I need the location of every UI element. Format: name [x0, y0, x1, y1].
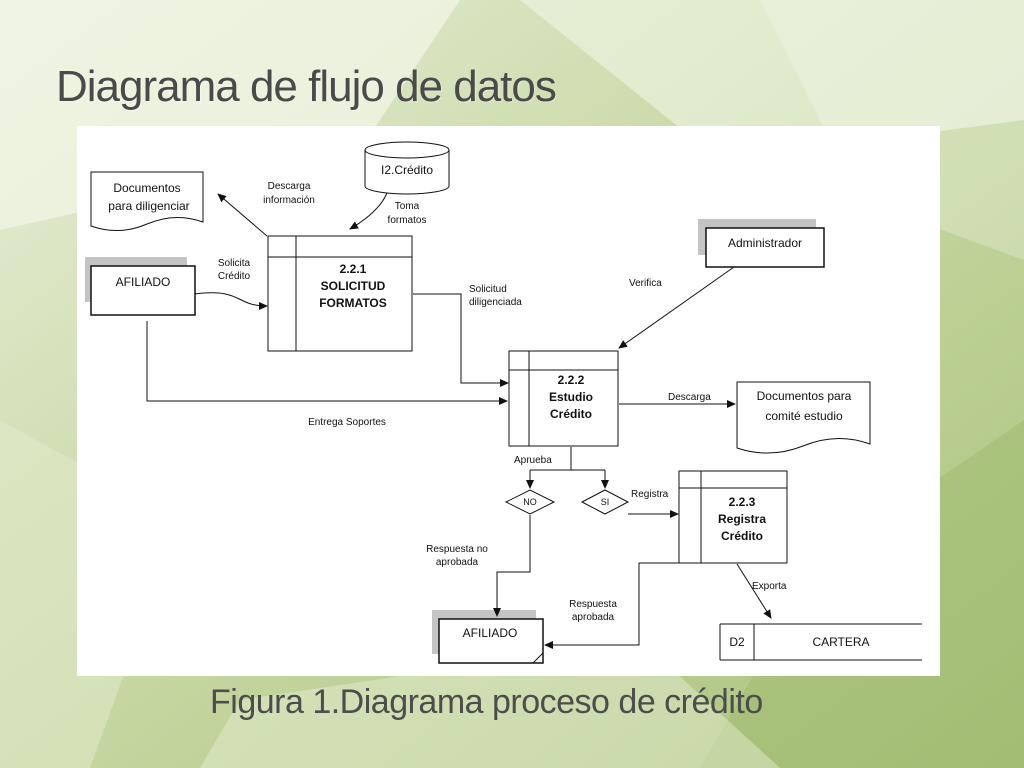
- flow-solicitud-diligenciada: Solicitud diligenciada: [413, 284, 522, 387]
- flow-respuesta-aprobada-line1: Respuesta: [569, 599, 617, 610]
- flow-descarga-informacion-line1: Descarga: [268, 181, 311, 192]
- flow-aprueba-label: Aprueba: [514, 455, 552, 466]
- doc-diligenciar-line1: Documentos: [113, 181, 180, 195]
- doc-comite-line1: Documentos para: [757, 389, 852, 403]
- flow-respuesta-no-aprobada: Respuesta no aprobada: [426, 515, 531, 617]
- flow-respuesta-no-aprobada-line1: Respuesta no: [426, 544, 488, 555]
- flow-solicitud-diligenciada-line1: Solicitud: [469, 284, 507, 295]
- process-221: 2.2.1 SOLICITUD FORMATOS: [267, 235, 413, 352]
- entity-afiliado-bottom: AFILIADO: [432, 610, 544, 664]
- decision-si-label: SI: [601, 497, 610, 507]
- process-223-line3: Crédito: [721, 529, 763, 543]
- process-223-line2: Registra: [718, 512, 766, 526]
- flow-toma-formatos: Toma formatos: [349, 192, 427, 230]
- flow-solicita-credito-line1: Solicita: [218, 258, 251, 269]
- flow-respuesta-no-aprobada-line2: aprobada: [436, 557, 479, 568]
- flow-respuesta-aprobada-line2: aprobada: [572, 612, 615, 623]
- flow-descarga-informacion: Descarga información: [217, 181, 315, 237]
- flow-entrega-soportes: Entrega Soportes: [146, 321, 508, 428]
- entity-administrador-label: Administrador: [728, 236, 802, 250]
- flow-solicitud-diligenciada-line2: diligenciada: [469, 297, 522, 308]
- flow-descarga: Descarga: [619, 392, 736, 408]
- diagram-panel: I2.Crédito Documentos para diligenciar A…: [77, 126, 940, 676]
- process-222-line2: Estudio: [549, 390, 593, 404]
- flow-verifica: Verifica: [618, 266, 735, 349]
- doc-diligenciar-line2: para diligenciar: [108, 199, 189, 213]
- store-credito: I2.Crédito: [364, 141, 450, 195]
- process-222: 2.2.2 Estudio Crédito: [508, 350, 619, 447]
- flow-respuesta-aprobada: Respuesta aprobada: [544, 562, 679, 649]
- flow-toma-formatos-line1: Toma: [395, 201, 420, 212]
- store-cartera-id: D2: [729, 635, 745, 649]
- doc-comite: Documentos para comité estudio: [736, 381, 871, 454]
- flow-exporta-label: Exporta: [752, 581, 787, 592]
- store-cartera-name: CARTERA: [812, 635, 869, 649]
- process-222-line3: Crédito: [550, 407, 592, 421]
- flow-descarga-informacion-line2: información: [263, 195, 315, 206]
- slide-title: Diagrama de flujo de datos: [56, 62, 557, 111]
- process-223-number: 2.2.3: [729, 495, 756, 509]
- flow-toma-formatos-line2: formatos: [388, 215, 427, 226]
- process-221-line2: SOLICITUD: [321, 279, 386, 293]
- process-221-line3: FORMATOS: [319, 296, 387, 310]
- flow-registra: Registra: [628, 489, 679, 518]
- decision-no: NO: [504, 489, 556, 515]
- entity-administrador: Administrador: [698, 219, 825, 268]
- entity-afiliado-bottom-label: AFILIADO: [463, 626, 518, 640]
- flow-descarga-label: Descarga: [668, 392, 711, 403]
- doc-comite-line2: comité estudio: [765, 409, 843, 423]
- process-223: 2.2.3 Registra Crédito: [678, 470, 788, 564]
- entity-afiliado-top-label: AFILIADO: [116, 275, 171, 289]
- process-222-number: 2.2.2: [558, 373, 585, 387]
- flow-aprueba: Aprueba: [514, 447, 609, 489]
- flow-registra-label: Registra: [631, 489, 669, 500]
- flow-solicita-credito-line2: Crédito: [218, 271, 251, 282]
- decision-si: SI: [580, 489, 630, 515]
- decision-no-label: NO: [523, 497, 537, 507]
- store-cartera: D2 CARTERA: [719, 623, 922, 661]
- process-221-number: 2.2.1: [340, 262, 367, 276]
- entity-afiliado-top: AFILIADO: [85, 257, 196, 316]
- flow-entrega-soportes-label: Entrega Soportes: [308, 417, 386, 428]
- data-flow-diagram: I2.Crédito Documentos para diligenciar A…: [85, 141, 922, 664]
- doc-diligenciar: Documentos para diligenciar: [90, 171, 204, 231]
- figure-caption: Figura 1.Diagrama proceso de crédito: [210, 683, 763, 721]
- flow-solicita-credito: Solicita Crédito: [194, 258, 268, 310]
- flow-verifica-label: Verifica: [629, 278, 662, 289]
- flow-exporta: Exporta: [736, 563, 787, 619]
- store-credito-label: I2.Crédito: [381, 163, 433, 177]
